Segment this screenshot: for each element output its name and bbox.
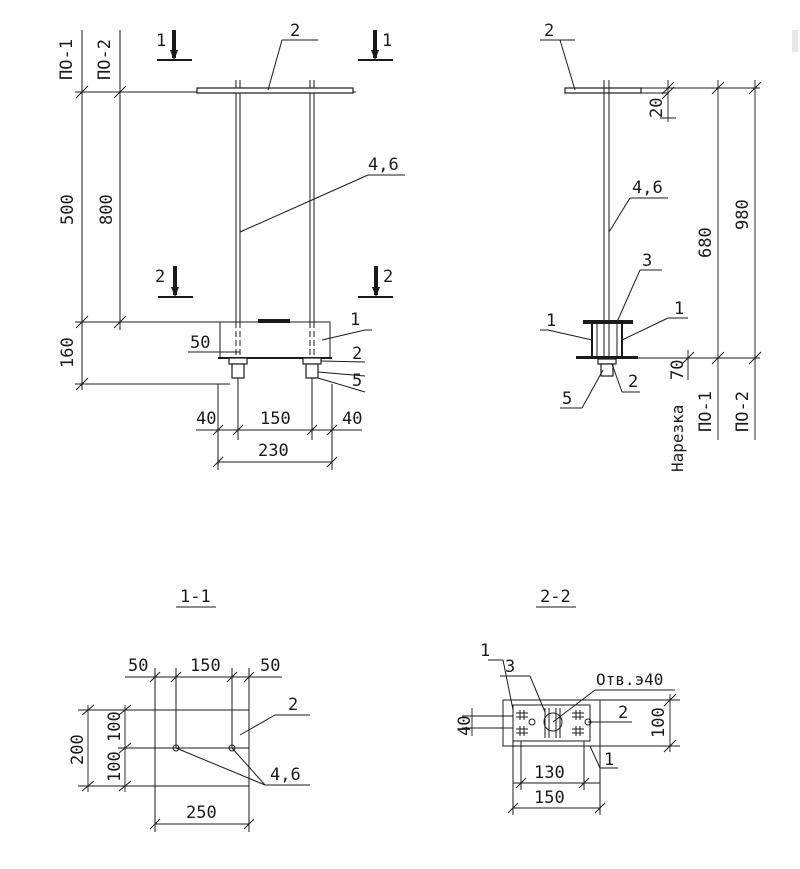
section-1-1-dim-50-left: 50 [128, 656, 148, 676]
section-2-2-hole-label: Отв.э40 [596, 670, 663, 689]
nut-mark-front: 5 [352, 371, 362, 391]
channel-mark-front: 1 [350, 310, 360, 330]
section-marker-2-right: 2 [358, 266, 393, 298]
side-dim-680: 680 [696, 227, 716, 258]
side-washer-mark: 2 [628, 372, 638, 392]
side-plate-mark: 2 [544, 21, 554, 41]
dim-150-front: 150 [260, 409, 291, 429]
side-channel-left-mark: 1 [546, 311, 556, 331]
section-2-2-stiffener-mark: 3 [505, 657, 515, 677]
section-1-1-plate-mark: 2 [288, 695, 298, 715]
section-2-2: 2-2 1 3 Отв.э40 2 [455, 587, 680, 815]
section-2-2-channel-mark: 1 [480, 641, 490, 661]
section-1-1-dim-100-top: 100 [105, 711, 125, 742]
side-nut-mark: 5 [562, 389, 572, 409]
side-thread-label: Нарезка [668, 405, 687, 472]
front-view: ПО-1 ПО-2 500 800 160 1 1 [57, 21, 405, 470]
section-2-2-washer-mark: 2 [618, 703, 628, 723]
level-po1-label: ПО-1 [57, 39, 77, 80]
washer-mark-front: 2 [352, 344, 362, 364]
side-stiffener-mark: 3 [642, 251, 652, 271]
section-2-2-title: 2-2 [540, 587, 571, 607]
dim-40-right: 40 [342, 409, 362, 429]
section-2-2-dim-150: 150 [534, 788, 565, 808]
corner-mark [792, 30, 798, 52]
section-2-2-dim-130: 130 [534, 763, 565, 783]
section-marker-2-right-label: 2 [383, 267, 393, 287]
side-view: 2 4,6 3 1 1 2 5 [540, 21, 762, 472]
dim-500: 500 [58, 194, 78, 225]
side-dim-980: 980 [733, 199, 753, 230]
section-marker-2-left: 2 [155, 266, 193, 298]
bolt-mark-front: 4,6 [368, 155, 399, 175]
section-marker-2-left-label: 2 [155, 267, 165, 287]
section-2-2-hatch [516, 708, 584, 738]
side-dim-20: 20 [647, 98, 667, 118]
side-channel-right-mark: 1 [674, 299, 684, 319]
plate-mark-top: 2 [290, 21, 300, 41]
section-2-2-dim-100: 100 [649, 707, 669, 738]
section-2-2-channel-bottom-mark: 1 [604, 750, 614, 770]
level-po2-label: ПО-2 [95, 39, 115, 80]
section-marker-1-left: 1 [156, 30, 192, 61]
section-1-1-dim-100-bottom: 100 [105, 751, 125, 782]
section-1-1: 1-1 2 4,6 50 150 50 [68, 587, 310, 832]
section-1-1-bolt-mark: 4,6 [270, 765, 301, 785]
section-1-1-dim-150: 150 [190, 656, 221, 676]
dim-40-left: 40 [196, 409, 216, 429]
section-1-1-dim-50-right: 50 [260, 656, 280, 676]
section-marker-1-left-label: 1 [156, 31, 166, 51]
section-1-1-title: 1-1 [180, 587, 211, 607]
section-2-2-hole [543, 712, 563, 732]
side-level-po1: ПО-1 [696, 391, 716, 432]
side-dim-70: 70 [668, 360, 688, 380]
dim-800: 800 [97, 194, 117, 225]
dim-230: 230 [258, 441, 289, 461]
section-2-2-dim-40: 40 [455, 716, 475, 736]
section-marker-1-right: 1 [358, 30, 393, 61]
section-2-2-plate [502, 699, 601, 747]
section-1-1-dim-200: 200 [68, 734, 88, 765]
side-bolt-mark: 4,6 [632, 178, 663, 198]
top-plate [196, 87, 354, 94]
side-level-po2: ПО-2 [733, 391, 753, 432]
side-top-plate [564, 87, 642, 94]
dim-50-embed: 50 [190, 333, 210, 353]
section-1-1-dim-250: 250 [186, 803, 217, 823]
dim-160: 160 [58, 337, 78, 368]
section-marker-1-right-label: 1 [382, 31, 392, 51]
